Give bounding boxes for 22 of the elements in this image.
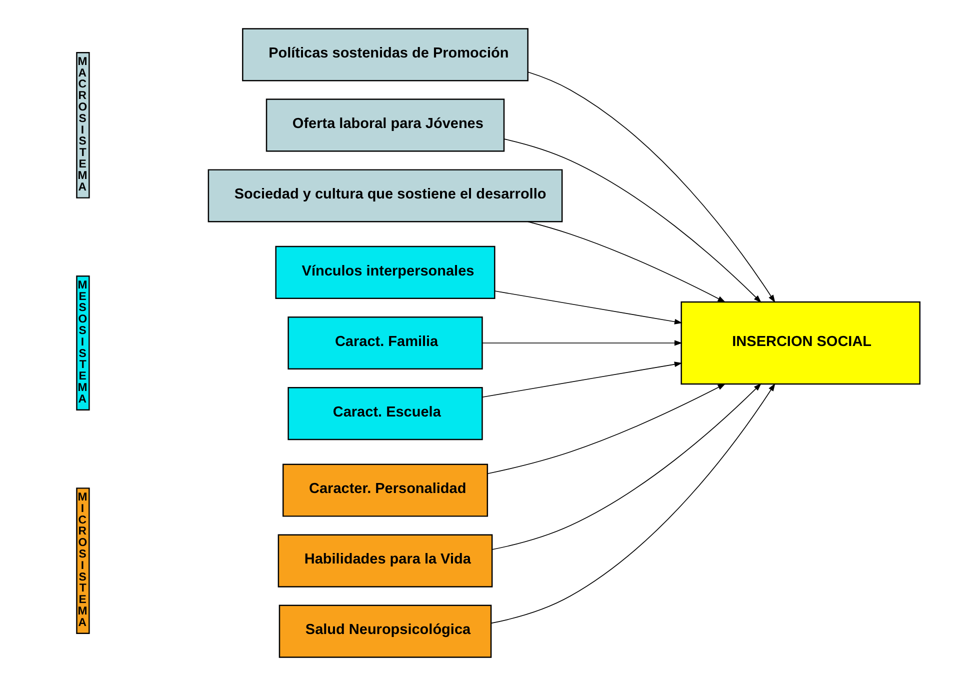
node-box: MACROSISTEMA [76, 52, 90, 198]
node-box: Sociedad y cultura que sostiene el desarrollo [208, 169, 563, 222]
arrow [482, 362, 682, 398]
arrow [490, 383, 776, 624]
node-box: MICROSISTEMA [76, 488, 90, 634]
node-box: Políticas sostenidas de Promoción [242, 28, 528, 82]
node-box: MESOSISTEMA [76, 275, 90, 411]
node-box: INSERCION SOCIAL [680, 301, 920, 385]
arrow [527, 72, 776, 303]
node-box: Caract. Escuela [288, 386, 483, 440]
node-box: Oferta laboral para Jóvenes [266, 98, 505, 152]
arrow [492, 383, 762, 550]
arrow [494, 290, 682, 324]
node-box: Vínculos interpersonales [275, 246, 496, 300]
arrow [482, 340, 682, 346]
arrow [504, 138, 762, 303]
arrow [487, 384, 726, 474]
node-box: Caract. Familia [288, 316, 483, 370]
node-box: Habilidades para la Vida [278, 534, 493, 588]
node-box: Salud Neuropsicológica [278, 604, 492, 658]
arrow [528, 221, 726, 302]
node-box: Caracter. Personalidad [282, 464, 488, 517]
